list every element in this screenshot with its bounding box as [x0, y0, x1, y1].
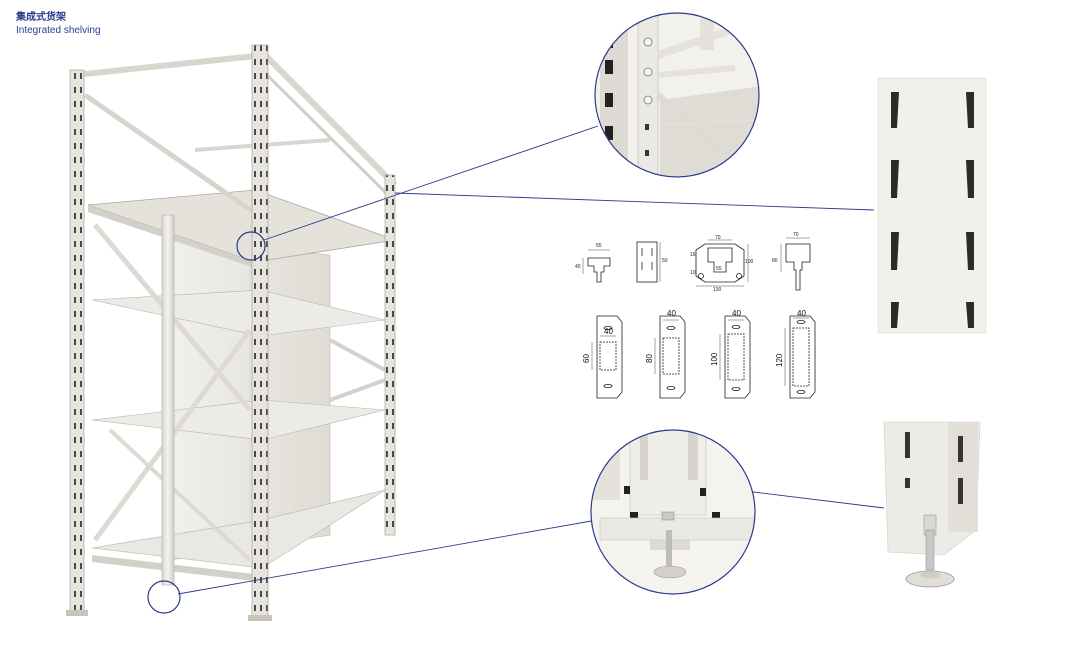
dim-10: 10 — [690, 270, 696, 276]
title-english: Integrated shelving — [16, 25, 101, 36]
leader-lines — [177, 125, 885, 595]
callout-ring-bottom — [147, 580, 181, 614]
dim-70a: 70 — [715, 235, 721, 241]
dim-80a: 80 — [772, 258, 778, 264]
dim-16: 16 — [690, 252, 696, 258]
detail-bottom-circle — [590, 429, 756, 595]
dim-130: 130 — [713, 287, 722, 293]
beam-60-width: 40 — [604, 327, 613, 336]
profile-drawings: 55 40 50 70 55 130 100 16 10 — [575, 232, 816, 399]
title-chinese: 集成式货架 — [16, 12, 66, 23]
beam-100-height: 100 — [710, 352, 719, 366]
beam-60-height: 60 — [582, 354, 591, 363]
detail-top-circle — [594, 12, 760, 178]
dim-40a: 40 — [575, 264, 581, 270]
beam-80-height: 80 — [645, 354, 654, 363]
beam-drawing-120 — [784, 315, 816, 399]
beam-labels: 40 60 40 80 40 100 40 120 — [582, 309, 806, 367]
beam-drawing-60 — [591, 315, 623, 399]
beam-120-width: 40 — [797, 309, 806, 318]
beam-80-width: 40 — [667, 309, 676, 318]
beam-100-width: 40 — [732, 309, 741, 318]
dim-55: 55 — [596, 243, 602, 249]
profile-drawing-3: 70 55 130 100 16 10 — [690, 235, 754, 293]
profile-drawing-1: 55 40 — [575, 243, 611, 283]
beam-drawing-100 — [719, 315, 751, 399]
dim-55b: 55 — [716, 266, 722, 272]
title-block: 集成式货架 Integrated shelving — [16, 12, 101, 37]
shelving-unit — [66, 44, 398, 621]
beam-120-height: 120 — [775, 353, 784, 367]
dim-70b: 70 — [793, 232, 799, 238]
beam-drawing-80 — [654, 315, 686, 399]
dim-100a: 100 — [745, 259, 754, 265]
callout-ring-top — [236, 231, 266, 261]
profile-drawing-2: 50 — [636, 241, 668, 283]
upright-closeup-photo — [877, 77, 987, 334]
profile-drawing-4: 70 80 — [772, 232, 811, 291]
dim-50: 50 — [662, 258, 668, 264]
foot-closeup-photo — [883, 421, 981, 588]
